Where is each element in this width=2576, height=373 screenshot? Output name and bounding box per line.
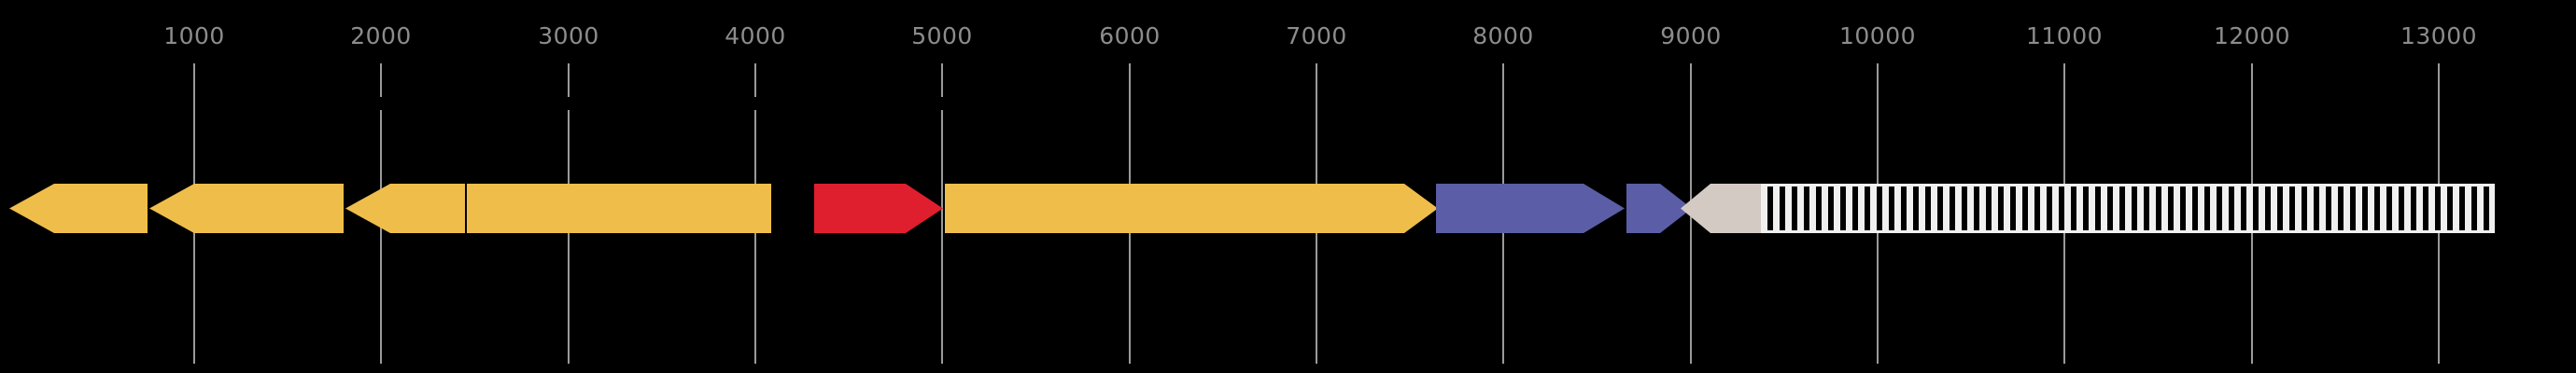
feature-9[interactable] xyxy=(1681,184,1763,233)
feature-2[interactable] xyxy=(149,184,344,233)
feature-7[interactable] xyxy=(1436,184,1625,233)
feature-5[interactable] xyxy=(814,184,943,233)
feature-3[interactable] xyxy=(345,184,465,233)
feature-4[interactable] xyxy=(467,184,771,233)
feature-6[interactable] xyxy=(945,184,1438,233)
hatched-region[interactable] xyxy=(1761,184,2495,233)
feature-1[interactable] xyxy=(9,184,148,233)
